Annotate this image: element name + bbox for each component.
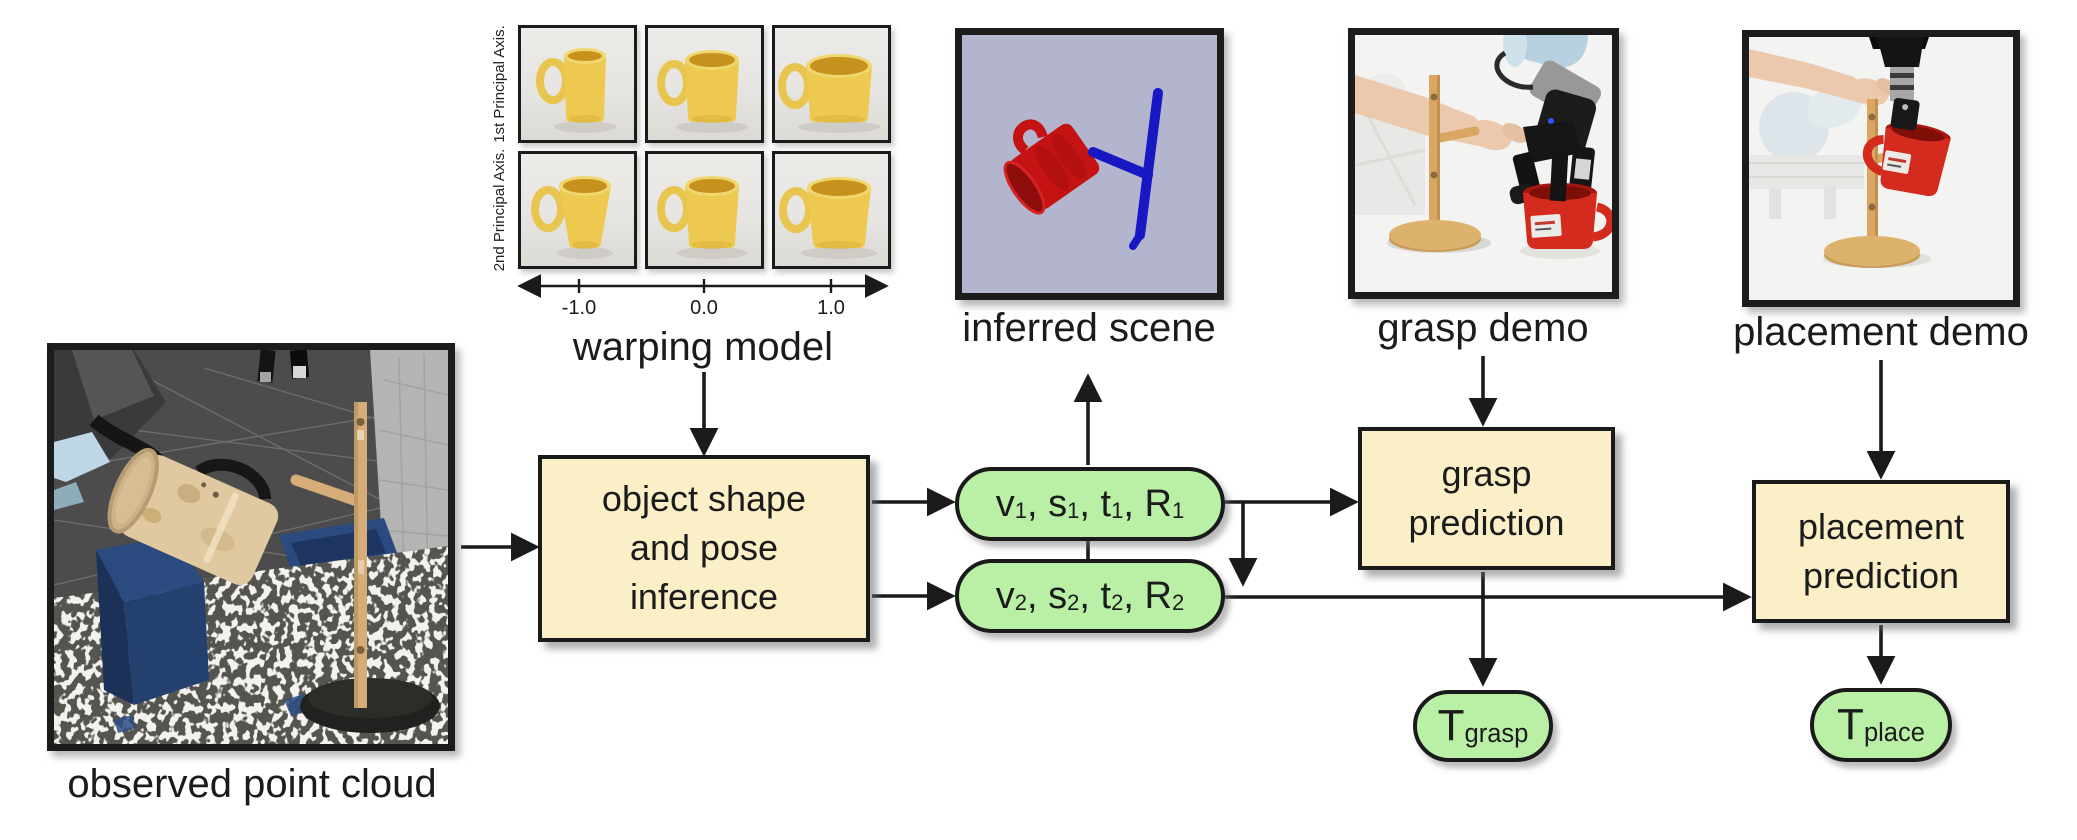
red-mug-handle: [1592, 202, 1612, 242]
warping-mug-cell: [645, 151, 764, 269]
observed-point-cloud-caption: observed point cloud: [67, 762, 437, 806]
placement-demo-render: [1749, 37, 2013, 300]
mug-stand-base: [1824, 236, 1920, 266]
placement-demo-caption: placement demo: [1733, 310, 2029, 354]
warping-mug-cell: [518, 151, 637, 269]
inferred-scene-image: [955, 28, 1224, 300]
observed-point-cloud-image: [47, 343, 455, 751]
shape-pose-inference-box: object shape and pose inference: [538, 455, 870, 642]
inferred-red-mug: [1003, 119, 1100, 215]
inferred-blue-rack: [1088, 88, 1163, 250]
mug-stand-pole: [1867, 99, 1878, 245]
mug-render: [536, 48, 616, 133]
mug-render: [657, 176, 747, 259]
axis-tick-neg1: -1.0: [561, 297, 597, 319]
mug-stand-pole: [1429, 75, 1440, 227]
grasp-prediction-box: grasp prediction: [1358, 427, 1615, 570]
warping-row2-label: 2nd Principal Axis.: [491, 148, 508, 272]
axis-tick-0: 0.0: [690, 297, 718, 319]
gripper-body: [1523, 121, 1581, 163]
human-arm: [1749, 49, 1867, 103]
human-arm: [1355, 75, 1487, 147]
mug-render: [657, 50, 748, 133]
pointcloud-mug: [107, 447, 279, 585]
inferred-scene-render: [962, 35, 1217, 293]
mug-render: [531, 176, 613, 259]
warping-mug-cell: [772, 151, 891, 269]
warping-row1-label: 1st Principal Axis.: [491, 25, 508, 143]
tool-body: [1877, 37, 1924, 67]
mug-stand-base: [1389, 220, 1481, 250]
placement-demo-image: [1742, 30, 2020, 307]
grasp-demo-image: [1348, 28, 1619, 299]
warping-mug-cell: [772, 25, 891, 143]
grasp-demo-caption: grasp demo: [1377, 306, 1589, 350]
inferred-scene-caption: inferred scene: [962, 306, 1216, 350]
warping-axis-ticks: [577, 279, 833, 293]
gripper-clamp: [1890, 98, 1920, 131]
placement-prediction-box: placement prediction: [1752, 480, 2010, 623]
axis-tick-1: 1.0: [817, 297, 845, 319]
point-cloud-render: [54, 350, 448, 744]
warping-mug-cell: [645, 25, 764, 143]
mug-render: [779, 177, 877, 259]
grasp-demo-render: [1355, 35, 1612, 292]
warping-mug-cell: [518, 25, 637, 143]
warping-model-caption: warping model: [572, 325, 834, 369]
mug-render: [778, 54, 880, 133]
